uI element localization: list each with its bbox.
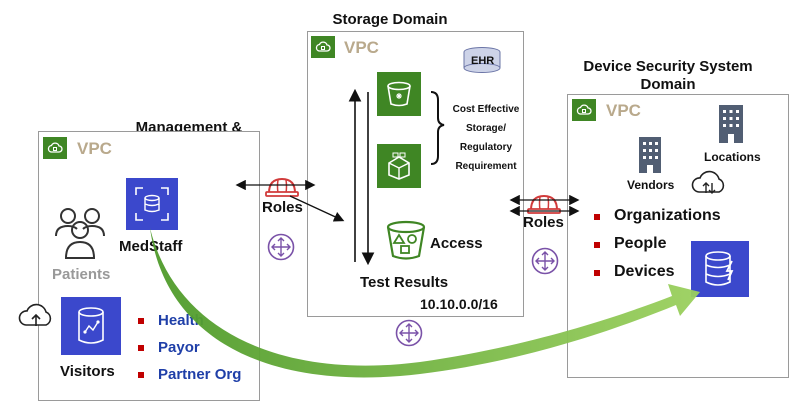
bullet-payor: Payor bbox=[138, 339, 241, 366]
bucket-icon bbox=[377, 72, 421, 116]
test-results-label: Test Results bbox=[360, 274, 449, 291]
vpc-cloud-icon bbox=[311, 36, 335, 58]
helmet-icon bbox=[527, 193, 561, 215]
helmet-icon bbox=[265, 176, 299, 198]
device-domain-title: Device Security System Domain bbox=[583, 58, 753, 93]
dynamodb-icon bbox=[691, 241, 749, 297]
bullet-health: Health bbox=[138, 312, 241, 339]
vpc-cloud-icon bbox=[43, 137, 67, 159]
cloud-upload-icon bbox=[17, 303, 55, 329]
cloud-upload-icon bbox=[690, 170, 728, 196]
storage-vpc-label: VPC bbox=[344, 38, 379, 57]
router-icon bbox=[267, 233, 295, 261]
storage-domain-title: Storage Domain bbox=[332, 11, 448, 28]
device-vpc-label: VPC bbox=[606, 101, 641, 120]
visitors-label: Visitors bbox=[60, 363, 115, 380]
bullet-organizations: Organizations bbox=[594, 207, 721, 235]
building-icon bbox=[718, 104, 744, 144]
storage-note: Cost Effective Storage/ Regulatory Requi… bbox=[452, 104, 520, 172]
ehr-label: EHR bbox=[471, 55, 495, 67]
roles-right-label: Roles bbox=[523, 214, 564, 231]
visitors-database-icon bbox=[61, 297, 121, 355]
router-icon bbox=[395, 319, 423, 347]
management-bullet-list: Health Payor Partner Org bbox=[138, 312, 241, 393]
database-tile-icon bbox=[126, 178, 178, 230]
ehr-icon bbox=[462, 47, 502, 73]
patients-label: Patients bbox=[52, 266, 111, 283]
users-icon bbox=[50, 204, 110, 260]
shapes-bucket-icon bbox=[384, 218, 428, 262]
vendors-label: Vendors bbox=[627, 178, 675, 192]
cidr-label: 10.10.0.0/16 bbox=[420, 296, 498, 312]
router-icon bbox=[531, 247, 559, 275]
glacier-icon bbox=[377, 144, 421, 188]
locations-label: Locations bbox=[704, 150, 761, 164]
access-label: Access bbox=[430, 235, 483, 252]
medstaff-label: MedStaff bbox=[119, 238, 183, 255]
building-icon bbox=[638, 136, 662, 174]
roles-left-label: Roles bbox=[262, 199, 303, 216]
bullet-partner-org: Partner Org bbox=[138, 366, 241, 393]
vpc-cloud-icon bbox=[572, 99, 596, 121]
management-vpc-label: VPC bbox=[77, 139, 112, 158]
